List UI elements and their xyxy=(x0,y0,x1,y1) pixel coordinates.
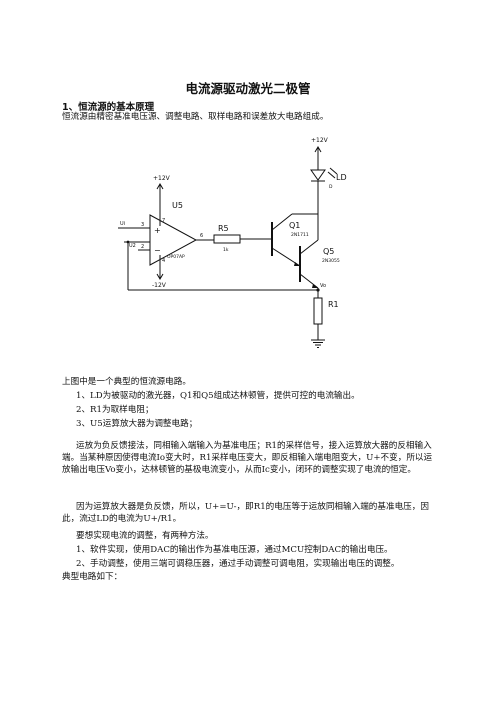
document-title: 电流源驱动激光二极管 xyxy=(185,81,311,96)
section-heading: 1、恒流源的基本原理 xyxy=(62,102,155,113)
list-item: 1、软件实现，使用DAC的输出作为基准电压源，通过MCU控制DAC的输出电压。 xyxy=(76,545,393,555)
paragraph-equation: 因为运算放大器是负反馈，所以，U+=U-，即R1的电压等于运放同相输入端的基准电… xyxy=(62,501,440,525)
section-intro: 恒流源由精密基准电压源、调整电路、取样电路和误差放大电路组成。 xyxy=(62,112,329,122)
pin6-label: 6 xyxy=(200,233,203,239)
minus-sign: − xyxy=(154,246,161,255)
ui-label: Ui xyxy=(120,221,125,227)
paragraph-methods: 要想实现电流的调整，有两种方法。 xyxy=(76,531,214,541)
q5-part: 2N3055 xyxy=(322,258,340,264)
q1-part: 2N1711 xyxy=(291,232,309,238)
plus-sign: + xyxy=(154,226,161,235)
u2-label: U2 xyxy=(129,243,136,249)
vo-label: Vo xyxy=(320,283,326,289)
q5-label: Q5 xyxy=(323,247,334,256)
pin2-label: 2 xyxy=(141,244,144,250)
r1-label: R1 xyxy=(328,300,339,309)
pin3-label: 3 xyxy=(141,222,144,228)
ld-label: LD xyxy=(336,173,347,182)
paragraph-feedback: 运放为负反馈接法，同相输入端输入为基准电压；R1的采样信号，接入运算放大器的反相… xyxy=(62,440,440,477)
vcc-top-label: +12V xyxy=(311,137,329,144)
list-item: 3、U5运算放大器为调整电路； xyxy=(76,419,198,429)
vee-opamp-label: -12V xyxy=(152,282,167,289)
final-line: 典型电路如下： xyxy=(62,572,123,582)
list-item: 2、R1为取样电阻； xyxy=(76,405,154,415)
r5-label: R5 xyxy=(218,224,229,233)
u5-label: U5 xyxy=(172,201,183,210)
opamp-part-label: OP07AP xyxy=(167,254,185,260)
q1-label: Q1 xyxy=(289,221,300,230)
ld-value: D xyxy=(329,184,333,190)
paragraph-text: 因为运算放大器是负反馈，所以，U+=U-，即R1的电压等于运放同相输入端的基准电… xyxy=(62,502,429,525)
paragraph-text: 运放为负反馈接法，同相输入端输入为基准电压；R1的采样信号，接入运算放大器的反相… xyxy=(62,441,433,476)
list-item: 1、LD为被驱动的激光器，Q1和Q5组成达林顿管，提供可控的电流输出。 xyxy=(76,391,360,401)
caption: 上图中是一个典型的恒流源电路。 xyxy=(62,377,191,387)
r5-value: 1k xyxy=(223,247,229,253)
list-item: 2、手动调整，使用三端可调稳压器，通过手动调整可调电阻，实现输出电压的调整。 xyxy=(76,559,400,569)
pin7-label: 7 xyxy=(162,218,165,224)
pin4-label: 4 xyxy=(162,258,165,264)
vcc-opamp-label: +12V xyxy=(153,175,171,182)
